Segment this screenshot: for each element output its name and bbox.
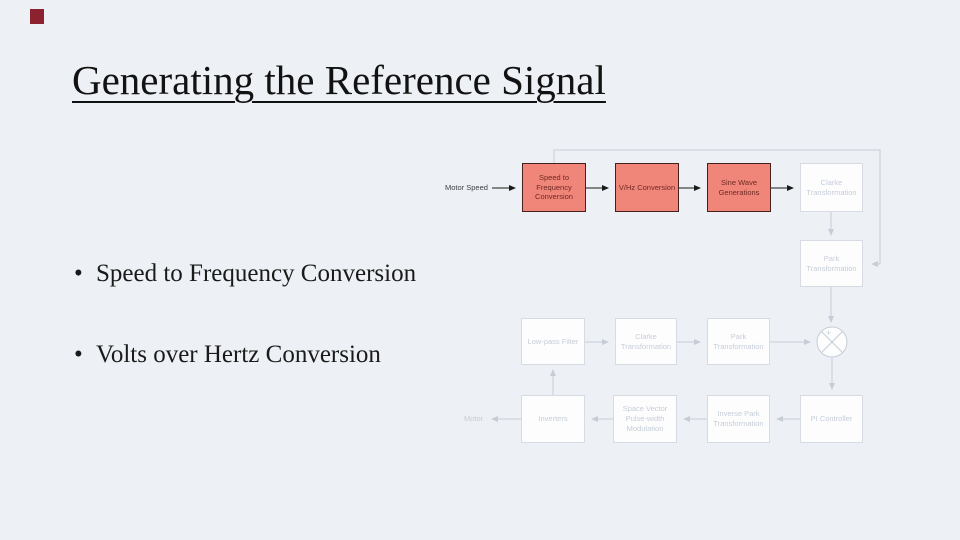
block-clarke-transformation-mid: Clarke Transformation bbox=[615, 318, 677, 365]
block-park-transformation-right: Park Transformation bbox=[800, 240, 863, 287]
block-sine-wave-generation: Sine Wave Generations bbox=[707, 163, 771, 212]
corner-accent-square bbox=[30, 9, 44, 24]
block-inverters: Inverters bbox=[521, 395, 585, 443]
block-low-pass-filter: Low-pass Filter bbox=[521, 318, 585, 365]
block-pi-controller: PI Controller bbox=[800, 395, 863, 443]
sum-plus-label: + bbox=[826, 328, 832, 338]
block-vhz-conversion: V/Hz Conversion bbox=[615, 163, 679, 212]
motor-label: Motor bbox=[464, 414, 484, 423]
bullet-item: Volts over Hertz Conversion bbox=[74, 341, 381, 369]
block-inverse-park-transformation: Inverse Park Transformation bbox=[707, 395, 770, 443]
block-svpwm: Space Vector Pulse-width Modulation bbox=[613, 395, 677, 443]
block-park-transformation-mid: Park Transformation bbox=[707, 318, 770, 365]
block-clarke-transformation-top: Clarke Transformation bbox=[800, 163, 863, 212]
slide-title: Generating the Reference Signal bbox=[72, 57, 606, 103]
motor-speed-label: Motor Speed bbox=[445, 183, 488, 192]
bullet-item: Speed to Frequency Conversion bbox=[74, 260, 416, 288]
block-speed-to-frequency: Speed to Frequency Conversion bbox=[522, 163, 586, 212]
